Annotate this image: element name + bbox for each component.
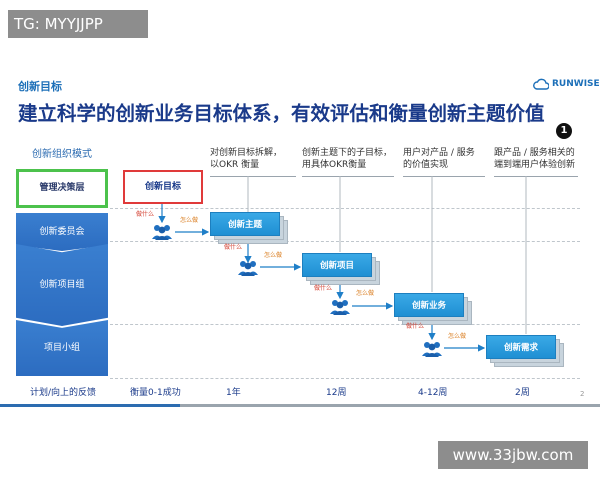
tag-how: 怎么做 <box>356 290 375 297</box>
brand-name: RUNWISE <box>552 79 600 89</box>
step-number-badge: 1 <box>556 123 572 139</box>
note-line: 端到端用户体验创新 <box>494 160 576 170</box>
tag-what: 做什么 <box>136 211 155 218</box>
footer-measure: 衡量0-1成功 <box>130 388 181 398</box>
stage-label: 创新项目 <box>302 253 372 277</box>
stage-card-requirement: 创新需求 <box>486 335 564 367</box>
column-note-2: 创新主题下的子目标， 用具体OKR衡量 <box>302 147 397 171</box>
note-line: 的价值实现 <box>403 160 449 170</box>
tag-what: 做什么 <box>314 285 333 292</box>
note-line: 以OKR 衡量 <box>210 160 260 170</box>
page-number: 2 <box>580 390 585 398</box>
brand-logo: RUNWISE <box>533 78 600 90</box>
note-line: 跟产品 / 服务相关的 <box>494 148 575 158</box>
tag-how: 怎么做 <box>448 333 467 340</box>
org-model-label: 创新组织模式 <box>32 149 92 160</box>
footer-duration-project: 12周 <box>326 388 347 398</box>
tag-how: 怎么做 <box>180 217 199 224</box>
stage-card-project: 创新项目 <box>302 253 380 285</box>
column-rule <box>210 176 296 177</box>
cloud-icon <box>533 78 549 90</box>
tag-what: 做什么 <box>406 323 425 330</box>
watermark-top: TG: MYYJJPP <box>8 10 148 38</box>
column-rule <box>494 176 578 177</box>
row-separator <box>110 378 580 379</box>
footer-bar-accent <box>180 404 600 407</box>
team-icon <box>238 261 258 276</box>
goal-box: 创新目标 <box>123 170 203 204</box>
org-level-project-group: 创新项目组 <box>16 244 108 326</box>
tag-what: 做什么 <box>224 244 243 251</box>
stage-label: 创新主题 <box>210 212 280 236</box>
stage-label: 创新业务 <box>394 293 464 317</box>
footer-duration-requirement: 2周 <box>515 388 530 398</box>
footer-duration-business: 4-12周 <box>418 388 448 398</box>
column-note-4: 跟产品 / 服务相关的 端到端用户体验创新 <box>494 147 594 171</box>
section-label: 创新目标 <box>18 80 62 93</box>
row-separator <box>110 241 580 242</box>
team-icon <box>152 225 172 240</box>
org-level-committee: 创新委员会 <box>16 213 108 251</box>
stage-card-theme: 创新主题 <box>210 212 288 244</box>
watermark-bottom: www.33jbw.com <box>438 441 588 469</box>
column-note-1: 对创新目标拆解， 以OKR 衡量 <box>210 147 305 171</box>
stage-card-business: 创新业务 <box>394 293 472 325</box>
row-separator <box>110 324 580 325</box>
note-line: 用户对产品 / 服务 <box>403 148 475 158</box>
note-line: 对创新目标拆解， <box>210 148 283 158</box>
column-rule <box>403 176 485 177</box>
tag-how: 怎么做 <box>264 252 283 259</box>
team-icon <box>422 342 442 357</box>
note-line: 创新主题下的子目标， <box>302 148 393 158</box>
column-rule <box>302 176 394 177</box>
org-level-project-team: 项目小组 <box>16 320 108 376</box>
stage-label: 创新需求 <box>486 335 556 359</box>
team-icon <box>330 300 350 315</box>
row-separator <box>110 208 580 209</box>
column-note-3: 用户对产品 / 服务 的价值实现 <box>403 147 498 171</box>
org-level-management: 管理决策层 <box>16 169 108 208</box>
note-line: 用具体OKR衡量 <box>302 160 367 170</box>
footer-feedback: 计划/向上的反馈 <box>30 388 97 398</box>
footer-duration-theme: 1年 <box>226 388 241 398</box>
page-title: 建立科学的创新业务目标体系，有效评估和衡量创新主题价值 <box>18 102 545 125</box>
